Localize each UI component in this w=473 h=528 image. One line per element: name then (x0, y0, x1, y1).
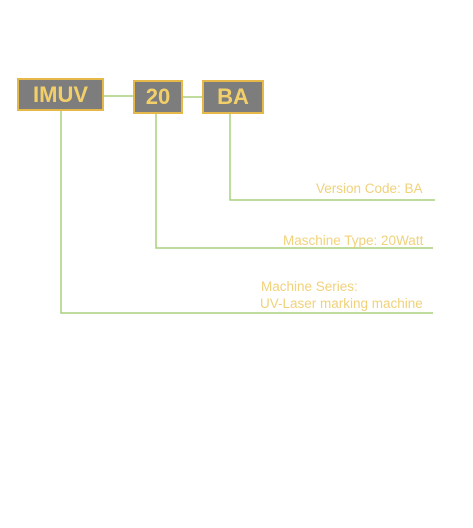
code-box-series: IMUV (17, 78, 104, 111)
label-type: Maschine Type: 20Watt (283, 233, 424, 248)
code-series: IMUV (33, 81, 88, 107)
label-series-desc: UV-Laser marking machine (260, 296, 423, 311)
code-box-version: BA (202, 80, 264, 114)
label-series-title: Machine Series: (261, 279, 358, 294)
leader-version (229, 114, 435, 201)
label-version: Version Code: BA (316, 181, 423, 196)
code-version: BA (217, 84, 249, 109)
leader-series (60, 111, 433, 314)
code-power: 20 (145, 84, 171, 109)
leader-type (155, 114, 433, 249)
code-box-power: 20 (133, 80, 183, 114)
